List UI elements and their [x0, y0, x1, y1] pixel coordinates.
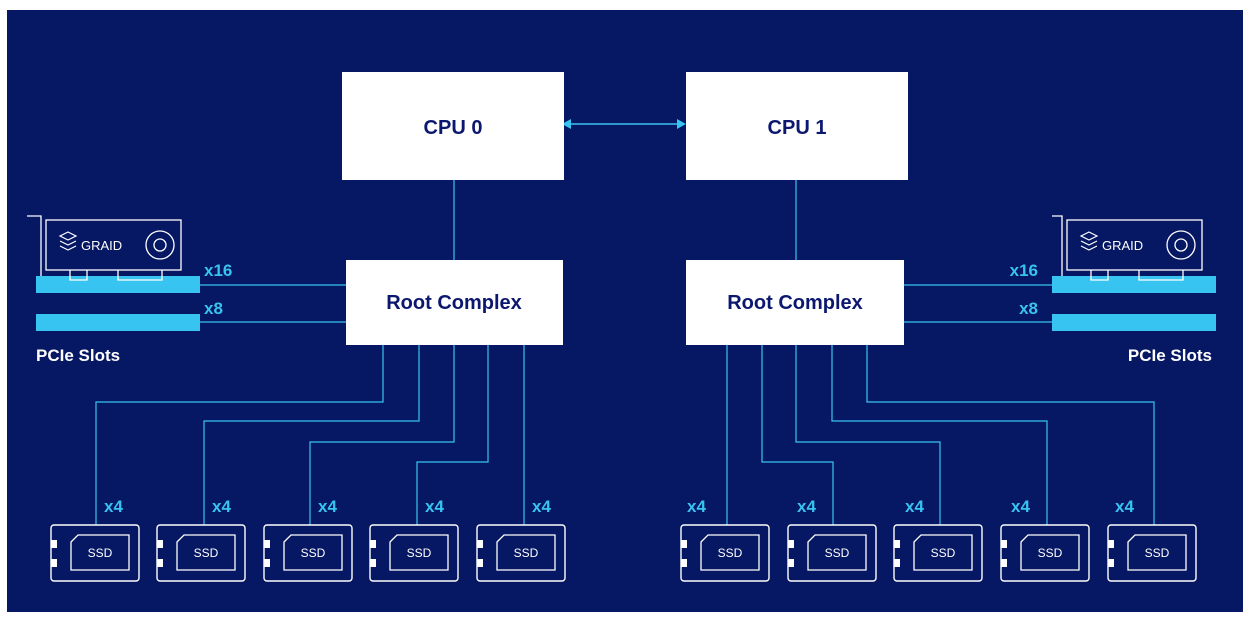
pcie-slots-label-left: PCIe Slots — [36, 346, 120, 365]
ssd-label: SSD — [407, 546, 432, 560]
graid-card-icon-left — [27, 215, 182, 281]
ssd-drive-right-5: x4 SSD — [1107, 497, 1197, 582]
diagram-background — [7, 10, 1243, 612]
pcie-slots-right: x16 x8 PCIe Slots GRAID — [1010, 215, 1216, 365]
ssd-drive-right-4: x4 SSD — [1000, 497, 1090, 582]
ssd-drive-right-2: x4 SSD — [787, 497, 877, 582]
graid-logo-icon-left — [58, 231, 78, 251]
ssd-drive-left-4: x4 SSD — [369, 497, 459, 582]
ssd-lane-label: x4 — [318, 497, 337, 516]
ssd-drive-left-3: x4 SSD — [263, 497, 353, 582]
ssd-label: SSD — [514, 546, 539, 560]
pcie-slot-x16-right — [1052, 276, 1216, 293]
ssd-lane-label: x4 — [797, 497, 816, 516]
pcie-x16-label-right: x16 — [1010, 261, 1038, 280]
pcie-x8-label-left: x8 — [204, 299, 223, 318]
graid-card-icon-right — [1052, 215, 1203, 281]
ssd-label: SSD — [1145, 546, 1170, 560]
graid-logo-icon-right — [1079, 231, 1099, 251]
cpu-0-box: CPU 0 — [342, 72, 564, 180]
ssd-lane-label: x4 — [1115, 497, 1134, 516]
ssd-lane-label: x4 — [687, 497, 706, 516]
diagram-canvas: CPU 0 CPU 1 Root Complex Root Complex x1… — [7, 10, 1243, 612]
root-complex-0-box: Root Complex — [346, 260, 563, 345]
ssd-lane-label: x4 — [905, 497, 924, 516]
ssd-label: SSD — [1038, 546, 1063, 560]
ssd-drive-left-5: x4 SSD — [476, 497, 566, 582]
pcie-slot-x8-left — [36, 314, 200, 331]
ssd-label: SSD — [718, 546, 743, 560]
ssd-label: SSD — [931, 546, 956, 560]
root-complex-0-label: Root Complex — [386, 292, 522, 314]
ssd-drive-right-1: x4 SSD — [680, 497, 770, 582]
ssd-drive-right-3: x4 SSD — [893, 497, 983, 582]
graid-brand-right: GRAID — [1102, 238, 1143, 253]
ssd-lane-label: x4 — [1011, 497, 1030, 516]
pcie-slot-x8-right — [1052, 314, 1216, 331]
pcie-x16-label-left: x16 — [204, 261, 232, 280]
ssd-label: SSD — [194, 546, 219, 560]
ssd-links-left — [95, 345, 525, 525]
cpu-1-label: CPU 1 — [768, 117, 827, 139]
ssd-drive-left-2: x4 SSD — [156, 497, 246, 582]
ssd-label: SSD — [88, 546, 113, 560]
cpu-interconnect — [562, 119, 686, 129]
pcie-links — [200, 284, 1052, 323]
cpu-1-box: CPU 1 — [686, 72, 908, 180]
pcie-slots-label-right: PCIe Slots — [1128, 346, 1212, 365]
ssd-label: SSD — [825, 546, 850, 560]
ssd-lane-label: x4 — [104, 497, 123, 516]
ssd-lane-label: x4 — [212, 497, 231, 516]
ssd-lane-label: x4 — [425, 497, 444, 516]
pcie-x8-label-right: x8 — [1019, 299, 1038, 318]
ssd-drive-left-1: x4 SSD — [50, 497, 140, 582]
root-complex-1-label: Root Complex — [727, 292, 863, 314]
topology-diagram: CPU 0 CPU 1 Root Complex Root Complex x1… — [7, 10, 1243, 612]
ssd-lane-label: x4 — [532, 497, 551, 516]
cpu-0-label: CPU 0 — [424, 117, 483, 139]
pcie-slots-left: x16 x8 PCIe Slots GRAID — [27, 215, 232, 365]
root-complex-1-box: Root Complex — [686, 260, 904, 345]
ssd-label: SSD — [301, 546, 326, 560]
graid-brand-left: GRAID — [81, 238, 122, 253]
ssd-links-right — [726, 345, 1155, 525]
